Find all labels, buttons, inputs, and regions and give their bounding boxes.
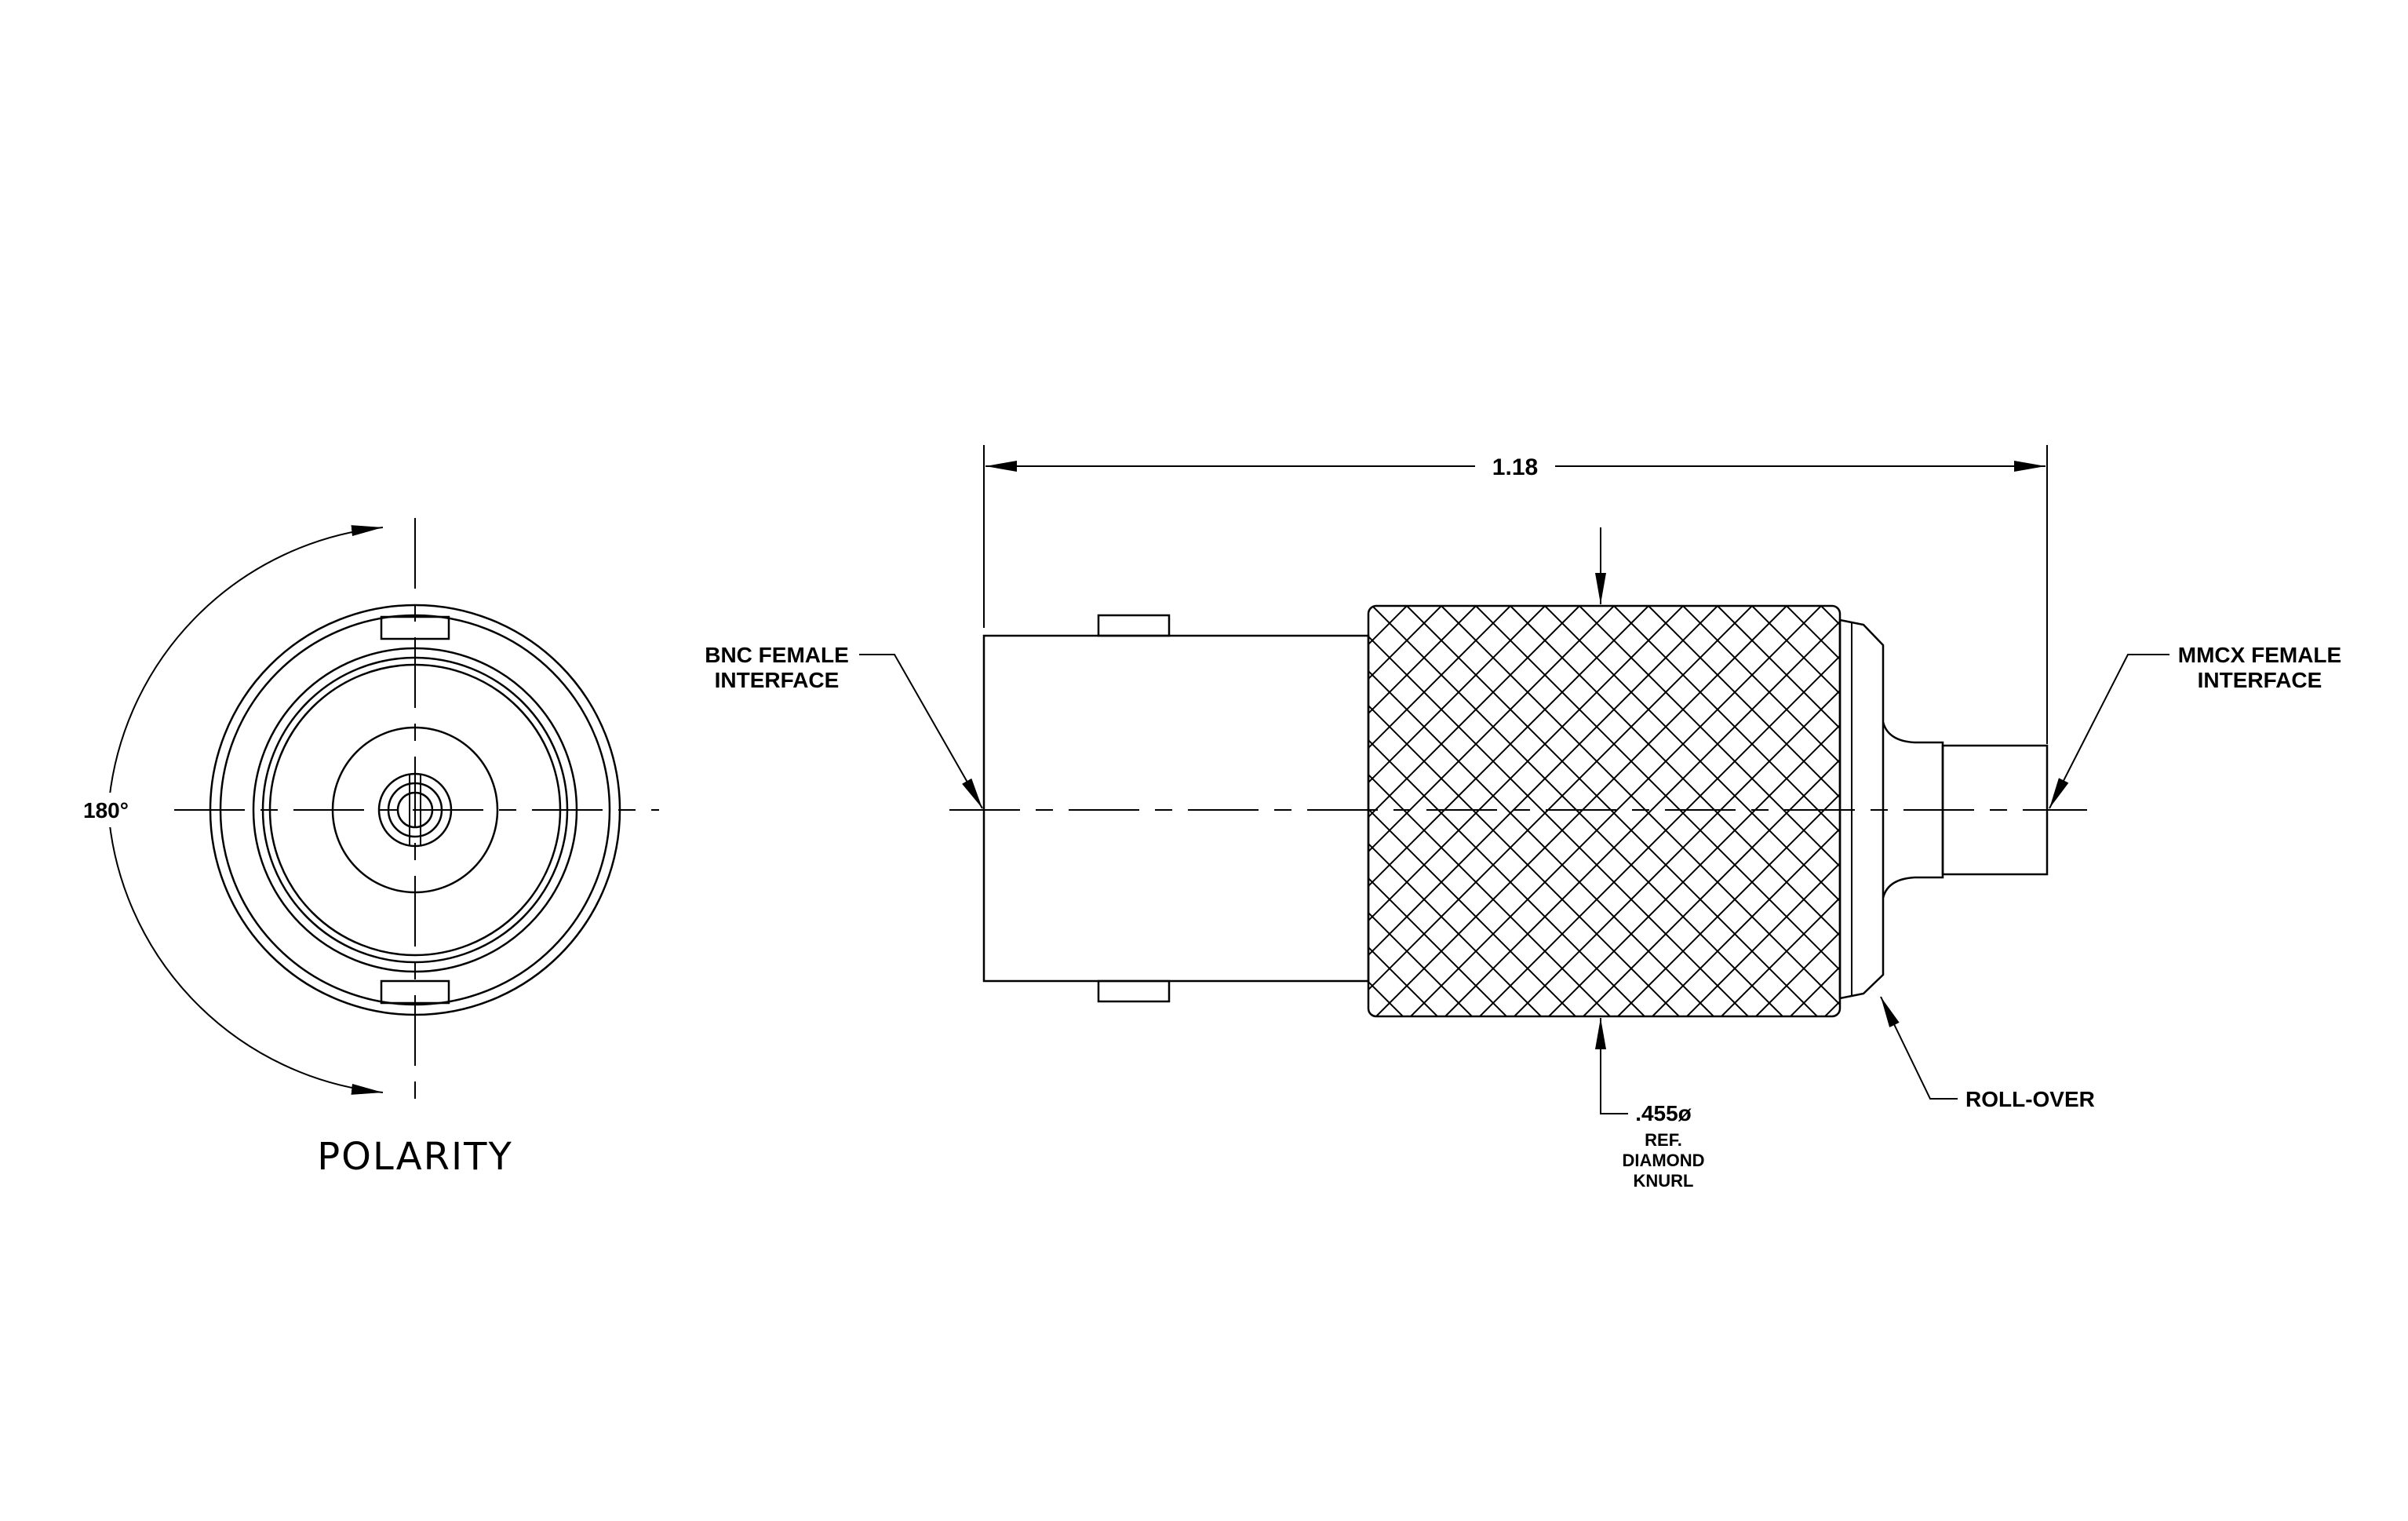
- knurl-line: [651, 606, 1062, 1016]
- knurl-line: [1548, 606, 1840, 1016]
- knurl-line: [1686, 606, 1840, 1016]
- knurl-line: [1444, 606, 1840, 1016]
- bnc-label-line1: BNC FEMALE: [705, 643, 849, 667]
- bayonet-stud-top: [380, 615, 450, 640]
- knurl-line: [1368, 606, 1473, 1016]
- knurl-line: [1579, 606, 1840, 1016]
- polarity-title: POLARITY: [317, 1135, 513, 1179]
- bnc-stud-bottom: [1097, 979, 1171, 1003]
- polarity-arc-upper: [107, 525, 384, 811]
- knurl-line: [1368, 606, 1615, 1016]
- roll-over-flange: [1838, 618, 1885, 1000]
- knurl-line: [1368, 606, 1649, 1016]
- knurl-line: [1368, 606, 1511, 1016]
- bnc-label-line2: INTERFACE: [715, 668, 840, 692]
- knurl-line: [1368, 606, 1714, 1016]
- knurl-line: [1583, 606, 1840, 1016]
- overall-length-dimension: 1.18: [1492, 454, 1538, 480]
- knurl-line: [1368, 606, 1645, 1016]
- bayonet-ring-circle: [252, 647, 578, 973]
- knurl-line: [1755, 606, 1840, 1016]
- knurl-line: [1652, 606, 1840, 1016]
- knurl-line: [1617, 606, 1840, 1016]
- knurl-line: [1406, 606, 1818, 1016]
- knurl-line: [1368, 606, 1576, 1016]
- knurl-line: [1368, 606, 1438, 1016]
- knurl-line: [1682, 606, 1840, 1016]
- mmcx-label-line1: MMCX FEMALE: [2178, 643, 2341, 667]
- knurl-diameter-label: .455ø: [1635, 1101, 1692, 1125]
- contact-middle-circle: [387, 782, 443, 838]
- knurl-line: [1368, 606, 1749, 1016]
- bnc-stud-top: [1097, 614, 1171, 637]
- knurl-line: [1717, 606, 1840, 1016]
- knurl-line: [1372, 606, 1783, 1016]
- side-view: 1.18 BNC FEMALE INTERFACE MMCX FEMALE IN…: [651, 445, 2341, 1191]
- polarity-arc-lower: [107, 809, 384, 1095]
- knurl-line: [1441, 606, 1840, 1016]
- knurl-line: [1368, 606, 1477, 1016]
- knurl-line: [1368, 606, 1507, 1016]
- knurl-line: [1368, 606, 1718, 1016]
- knurl-line: [1375, 606, 1787, 1016]
- knurl-line: [1368, 606, 1373, 1016]
- knurl-line: [1410, 606, 1822, 1016]
- knurl-line: [1368, 606, 1408, 1016]
- knurl-line: [1751, 606, 1840, 1016]
- knurl-line: [824, 606, 1234, 1016]
- knurl-line: [1514, 606, 1840, 1016]
- knurl-line: [789, 606, 1200, 1016]
- contact-inner-circle: [396, 791, 434, 829]
- knurl-line: [858, 606, 1269, 1016]
- knurl-line: [1475, 606, 1840, 1016]
- bnc-body: [982, 634, 1370, 983]
- mmcx-label-line2: INTERFACE: [2198, 668, 2322, 692]
- outer-body-inner-circle: [219, 614, 611, 1006]
- dielectric-circle: [331, 726, 499, 894]
- knurl-line: [893, 606, 1303, 1016]
- knurl-line: [927, 606, 1338, 1016]
- knurl-line: [1721, 606, 1840, 1016]
- knurl-line: [1368, 606, 1404, 1016]
- knurl-line: [1368, 606, 1369, 1016]
- socket-outer-circle: [261, 656, 569, 964]
- knurl-line: [1368, 606, 1611, 1016]
- angle-label: 180°: [83, 798, 129, 823]
- mmcx-leader-line: [2049, 654, 2169, 809]
- roll-over-leader-line: [1880, 996, 1958, 1100]
- socket-inner-circle: [268, 663, 562, 957]
- bayonet-stud-bottom: [380, 979, 450, 1005]
- roll-over-label: ROLL-OVER: [1965, 1087, 2095, 1111]
- knurl-line: [1368, 606, 1546, 1016]
- knurl-line: [1368, 606, 1580, 1016]
- knurl-line: [1368, 606, 1542, 1016]
- knurl-line: [1368, 606, 1442, 1016]
- front-view: 180° POLARITY: [72, 518, 659, 1179]
- diamond-knurl-pattern: [651, 606, 1840, 1016]
- knurl-line: [1510, 606, 1840, 1016]
- knurl-diameter-arrow-bottom: [1595, 1018, 1628, 1114]
- contact-outer-circle: [377, 772, 453, 848]
- knurl-line: [1824, 606, 1840, 1016]
- knurl-line: [1786, 606, 1840, 1016]
- knurl-line: [1368, 606, 1684, 1016]
- knurl-line: [1648, 606, 1840, 1016]
- outer-body-circle: [209, 604, 621, 1016]
- knurl-type-label: DIAMOND: [1622, 1151, 1704, 1170]
- knurl-name-label: KNURL: [1634, 1171, 1694, 1191]
- knurl-line: [1544, 606, 1840, 1016]
- knurl-line: [1368, 606, 1753, 1016]
- knurl-line: [1479, 606, 1840, 1016]
- bnc-leader-line: [859, 654, 983, 809]
- knurl-ref-label: REF.: [1645, 1130, 1682, 1150]
- knurl-line: [1368, 606, 1680, 1016]
- knurl-line: [1613, 606, 1840, 1016]
